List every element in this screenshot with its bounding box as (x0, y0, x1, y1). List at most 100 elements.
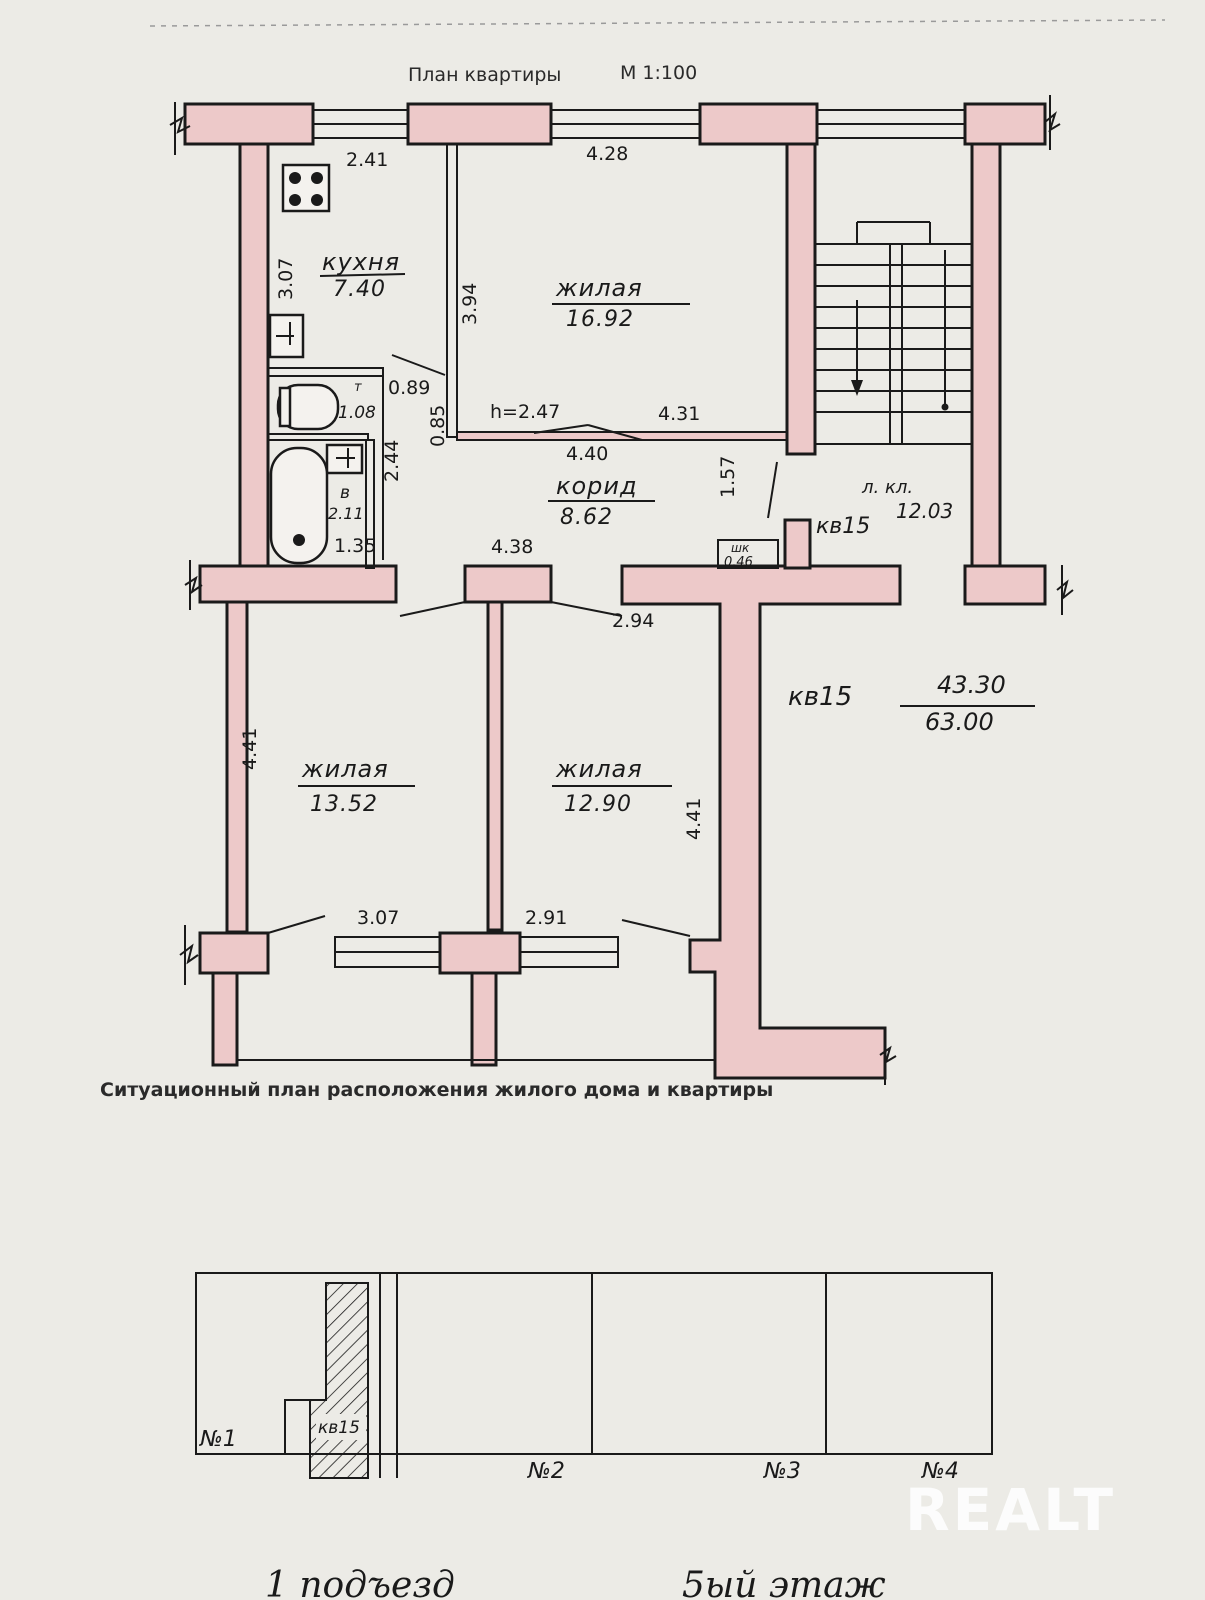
window-left-line (267, 915, 326, 934)
closet-wall (783, 518, 812, 570)
living-left-name: жилая (301, 755, 389, 783)
building-outline (195, 1272, 993, 1455)
paper-edge-line (149, 19, 1166, 27)
break-mark-mid-right (1056, 565, 1074, 615)
living-top-door-2 (587, 424, 643, 441)
living-top-door-1 (533, 424, 589, 434)
dim-135: 1.35 (334, 535, 376, 557)
toilet-area: 1.08 (338, 403, 376, 423)
living-top-name: жилая (555, 274, 643, 302)
handwritten-entrance: 1 подъезд (265, 1565, 455, 1600)
living-top-area: 16.92 (566, 307, 634, 332)
bath-bottom-wall (198, 564, 398, 604)
dimension-labels: 2.41 4.28 3.07 3.94 0.89 0.85 h=2.47 4.3… (239, 143, 739, 929)
right-wall-lower (620, 564, 902, 1080)
corridor-bottom-pier (463, 564, 553, 604)
dim-428: 4.28 (586, 143, 628, 165)
dim-241: 2.41 (346, 149, 388, 171)
dim-438: 4.38 (491, 536, 533, 558)
living-mid-area: 12.90 (564, 792, 632, 817)
living-mid-name: жилая (555, 755, 643, 783)
top-wall-seg-1 (183, 102, 315, 146)
entrance-2: №2 (527, 1459, 565, 1484)
bathtub-icon (269, 446, 329, 565)
bottom-wall-seg-2 (438, 931, 522, 975)
stair-wall-left (785, 142, 817, 456)
dim-291: 2.91 (525, 907, 567, 929)
facade-pillar-2 (470, 971, 498, 1067)
dim-157: 1.57 (717, 456, 739, 498)
stair-wall-right (970, 142, 1002, 570)
top-wall-seg-2 (406, 102, 553, 146)
entry-door (767, 461, 778, 519)
break-mark-top-right (1044, 95, 1061, 150)
top-wall-seg-3 (698, 102, 819, 146)
apartment-number: кв15 (788, 682, 852, 712)
stair-area: 12.03 (896, 499, 953, 523)
top-windows (312, 109, 966, 139)
corridor-area: 8.62 (560, 505, 613, 530)
closet-name: шк (731, 541, 750, 555)
closet-box (717, 539, 779, 569)
kitchen-partition (446, 143, 458, 438)
dim-247: h=2.47 (490, 401, 560, 423)
toilet-bath-wall (267, 433, 369, 441)
situational-caption: Ситуационный план расположения жилого до… (100, 1079, 773, 1101)
dim-440: 4.40 (566, 443, 608, 465)
living-left-door (399, 601, 466, 617)
bottom-windows (334, 936, 619, 968)
bath-sink-icon (325, 443, 364, 475)
break-mark-bottom-left (179, 925, 199, 985)
living-left-area: 13.52 (310, 792, 378, 817)
room-labels: кухня 7.40 жилая 16.92 корид 8.62 жилая … (298, 248, 1035, 817)
staircase-icon (814, 221, 973, 445)
break-mark-top-left (169, 102, 191, 155)
bath-area: 2.11 (328, 504, 364, 523)
stair-bottom-right (963, 564, 1047, 606)
corridor-name: корид (556, 472, 638, 500)
kitchen-name: кухня (322, 248, 400, 276)
top-wall-seg-4 (963, 102, 1047, 146)
apartment-hatched-area (309, 1282, 369, 1479)
stove-icon (281, 163, 331, 213)
bath-name: в (340, 483, 350, 503)
break-mark-mid-left (184, 560, 203, 610)
bottom-wall-seg-1 (198, 931, 270, 975)
toilet-top-wall (267, 367, 384, 377)
plan-scale: М 1:100 (620, 62, 697, 84)
stair-step-outline (284, 1399, 310, 1454)
bath-right-wall (365, 439, 375, 569)
dim-089: 0.89 (388, 377, 430, 399)
dim-431: 4.31 (658, 403, 700, 425)
dim-307b: 3.07 (357, 907, 399, 929)
dim-085: 0.85 (427, 405, 449, 447)
plan-title: План квартиры (408, 64, 561, 86)
left-wall-upper (238, 142, 270, 570)
dim-294: 2.94 (612, 610, 654, 632)
toilet-icon (276, 383, 340, 431)
kitchen-area: 7.40 (333, 277, 386, 302)
dim-441b: 4.41 (683, 798, 705, 840)
situational-plan: кв15 №1 №2 №3 №4 (195, 1272, 993, 1484)
situational-apartment-label: кв15 (318, 1418, 360, 1438)
dim-307a: 3.07 (275, 258, 297, 300)
stair-apartment-label: кв15 (816, 514, 870, 539)
entrance-3: №3 (763, 1459, 801, 1484)
living-mid-door (550, 601, 623, 617)
window-right-line (621, 919, 691, 937)
fixtures (268, 163, 364, 565)
closet-area: 0.46 (724, 555, 753, 570)
living-partition (486, 600, 504, 932)
handwritten-floor: 5ый этаж (682, 1565, 886, 1600)
dim-441a: 4.41 (239, 728, 261, 770)
dim-394: 3.94 (459, 283, 481, 325)
doors (267, 354, 778, 937)
apartment-living-area: 43.30 (937, 671, 1006, 699)
apartment-total-area: 63.00 (925, 708, 994, 736)
dim-244: 2.44 (381, 440, 403, 482)
toilet-name: т (354, 380, 362, 395)
kitchen-door (391, 354, 446, 376)
facade-pillar-1 (211, 971, 239, 1067)
entrance-1: №1 (199, 1427, 237, 1452)
